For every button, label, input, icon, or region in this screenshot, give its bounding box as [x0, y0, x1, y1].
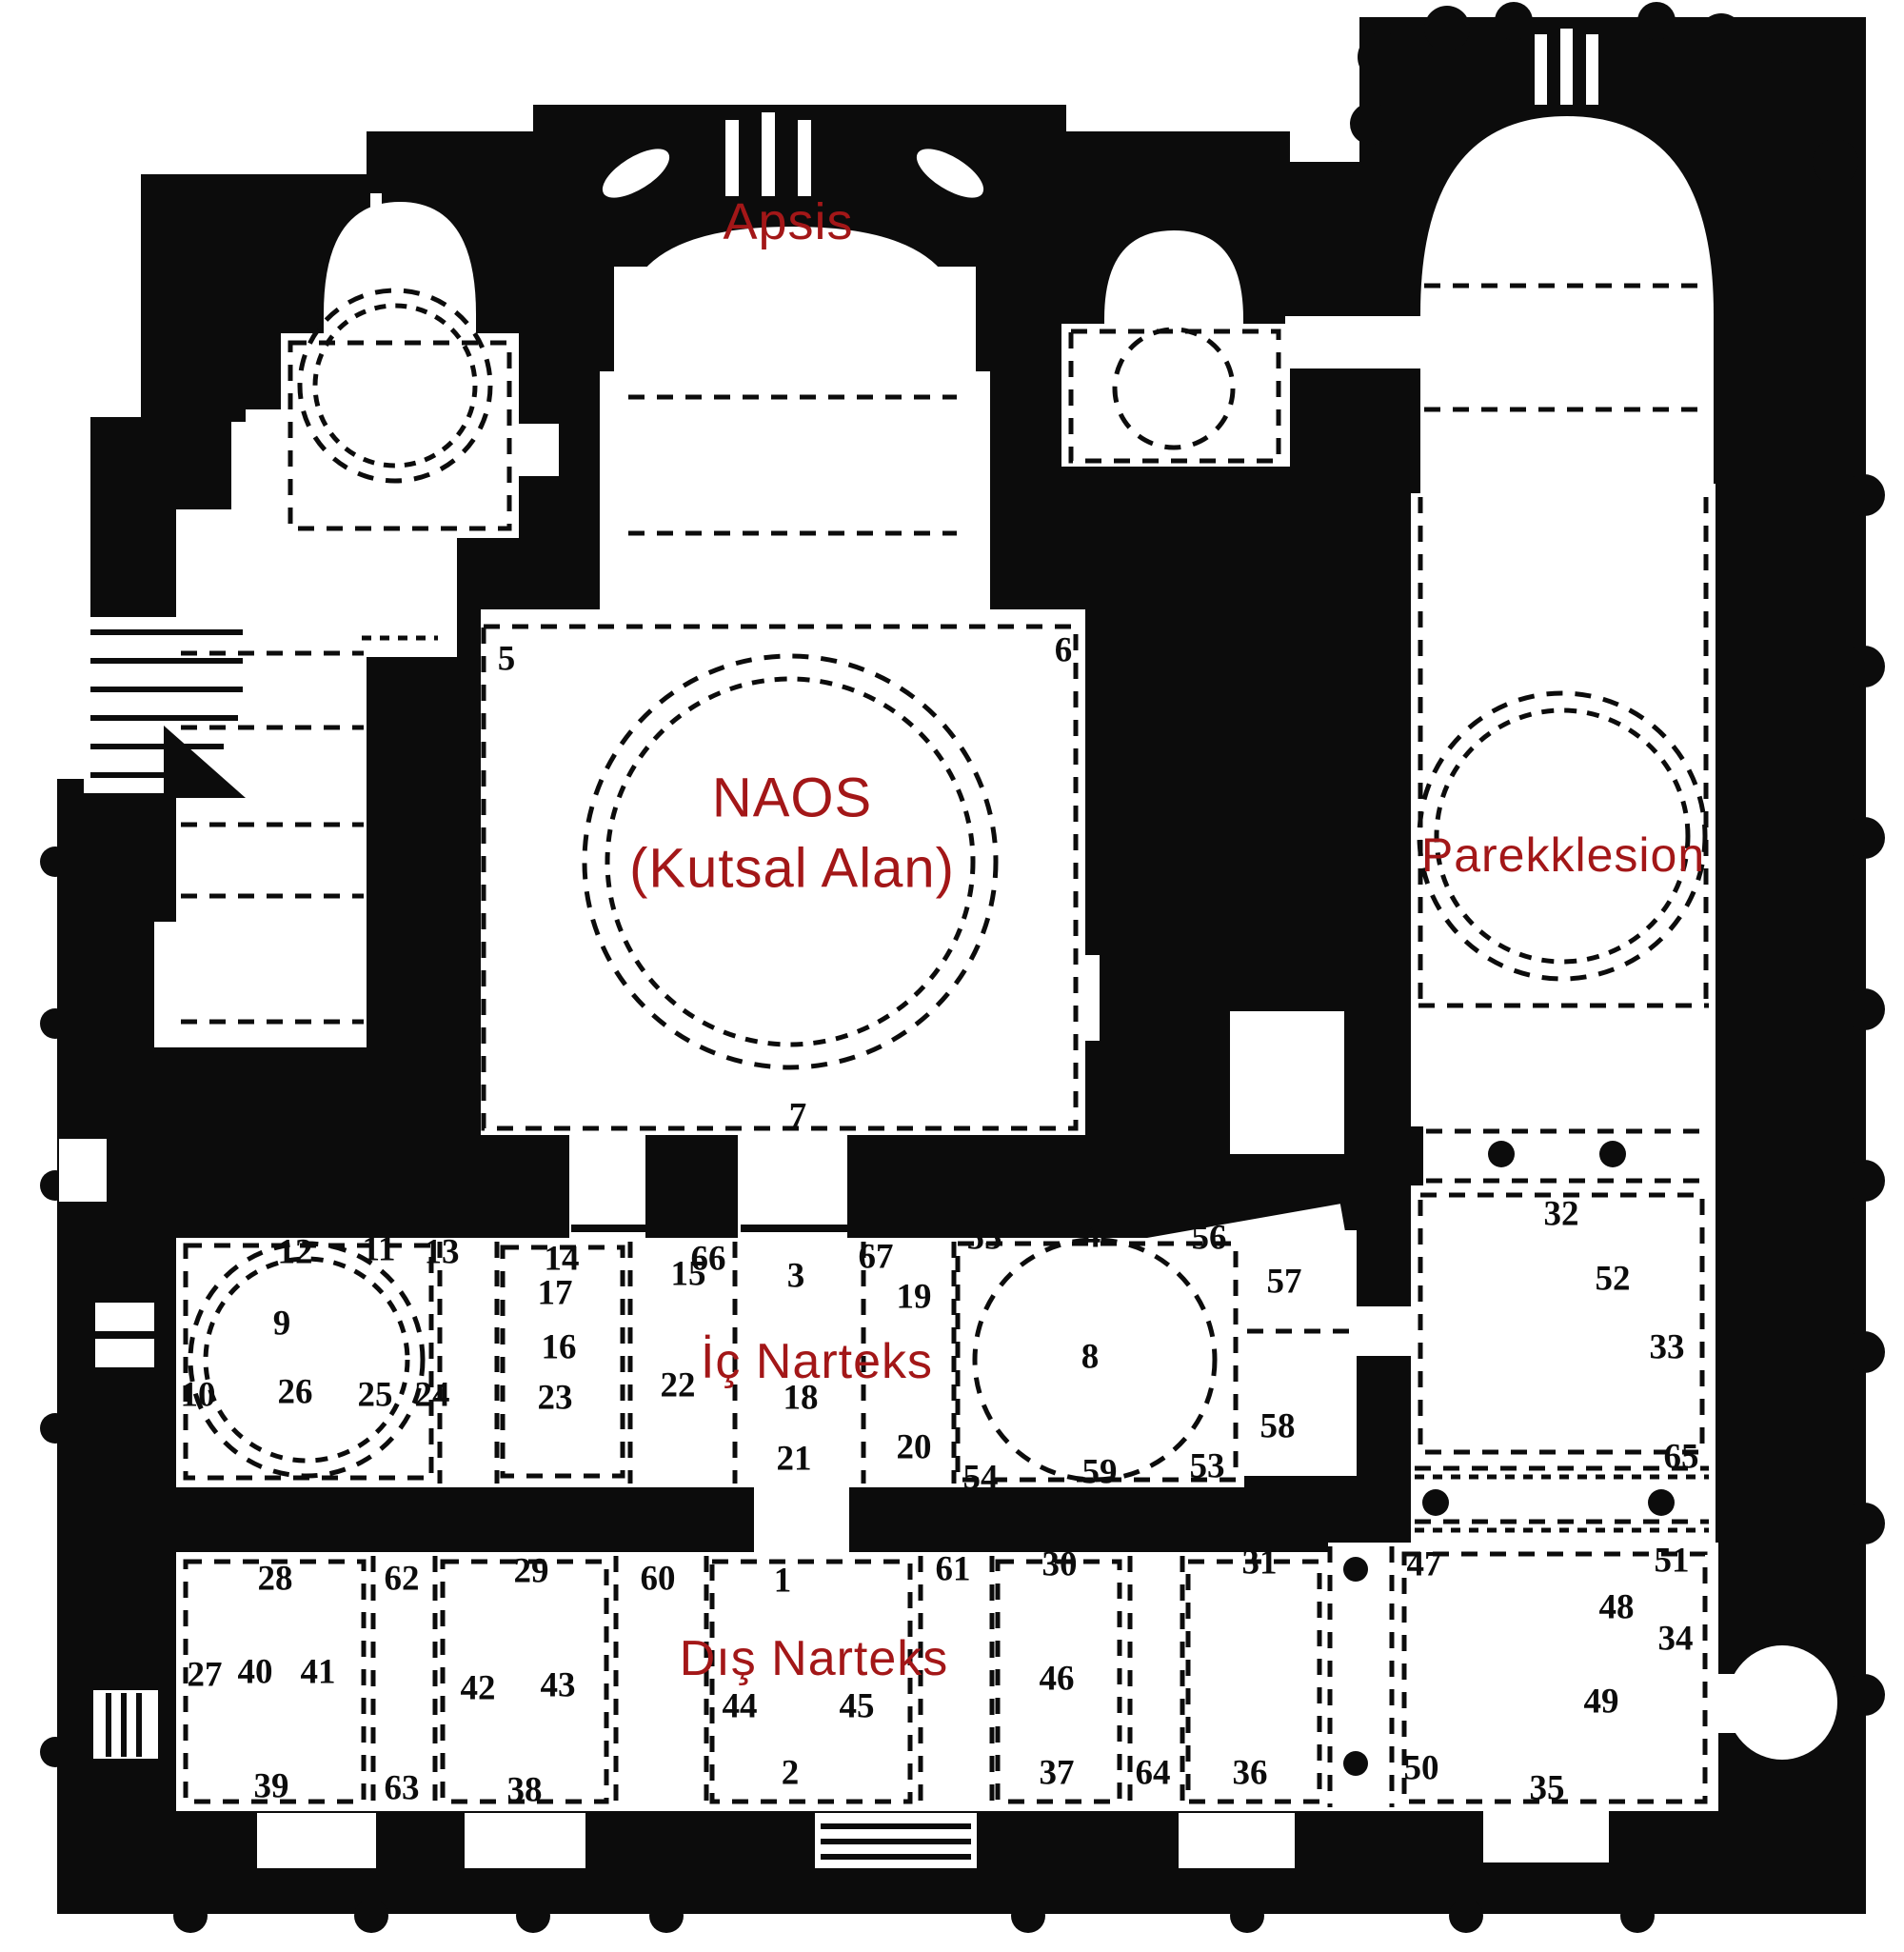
- bema: [600, 371, 990, 614]
- naos: [481, 609, 1085, 1135]
- stairs: [90, 629, 971, 1860]
- rooms: [59, 29, 1837, 1868]
- outer-narthex: [176, 1552, 1328, 1811]
- main-apse: [624, 227, 962, 371]
- dashed-outlines: [181, 283, 1710, 1807]
- column-dots: [1343, 1141, 1675, 1776]
- corner-room: [1390, 1543, 1718, 1811]
- room-32: [1411, 1185, 1711, 1462]
- ne-chapel-apse: [1104, 230, 1243, 352]
- inner-narthex: [176, 1238, 1244, 1487]
- parekklesion-apse: [1420, 116, 1714, 493]
- parekklesion-nave: [1411, 493, 1716, 1012]
